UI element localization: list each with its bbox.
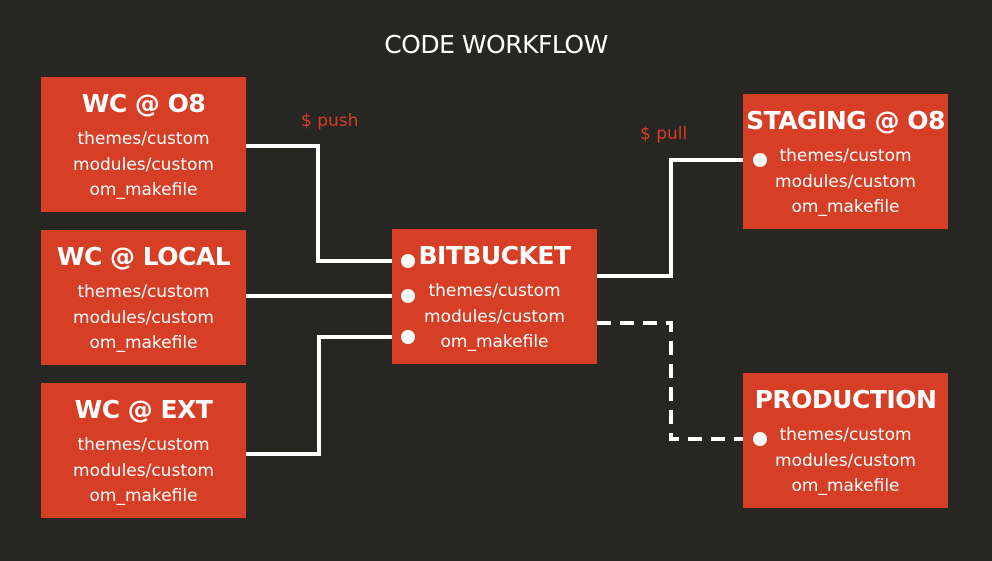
endpoint-dot: [401, 289, 415, 303]
node-item: om_makefile: [791, 197, 900, 217]
endpoint-dot: [753, 432, 767, 446]
node-item: themes/custom: [428, 281, 561, 301]
node-bitbucket: BITBUCKET themes/custom modules/custom o…: [392, 229, 597, 364]
pull-label: $ pull: [640, 124, 688, 144]
node-wc-local: WC @ LOCAL themes/custom modules/custom …: [41, 230, 246, 365]
node-title: STAGING @ O8: [746, 106, 945, 135]
node-title: WC @ O8: [81, 89, 206, 118]
endpoint-dot: [401, 254, 415, 268]
endpoint-dot: [401, 330, 415, 344]
node-staging: STAGING @ O8 themes/custom modules/custo…: [743, 94, 948, 229]
push-label: $ push: [301, 111, 359, 131]
node-item: modules/custom: [775, 450, 916, 471]
node-wc-ext: WC @ EXT themes/custom modules/custom om…: [41, 383, 246, 518]
diagram-title: CODE WORKFLOW: [384, 30, 608, 59]
node-title: BITBUCKET: [418, 241, 571, 270]
node-items: themes/custom modules/custom om_makefile: [743, 144, 948, 221]
node-items: themes/custom modules/custom om_makefile: [743, 423, 948, 500]
node-production: PRODUCTION themes/custom modules/custom …: [743, 373, 948, 508]
node-item: om_makefile: [791, 476, 900, 496]
connector-wc-ext-to-bitbucket: [246, 335, 408, 456]
node-item: modules/custom: [73, 154, 214, 175]
node-item: themes/custom: [77, 129, 210, 149]
node-item: themes/custom: [779, 146, 912, 166]
node-title: WC @ EXT: [74, 395, 213, 424]
node-items: themes/custom modules/custom om_makefile: [41, 127, 246, 204]
connector-bitbucket-to-production: [597, 321, 760, 441]
node-item: om_makefile: [440, 332, 549, 352]
node-item: om_makefile: [89, 333, 198, 353]
node-item: themes/custom: [77, 282, 210, 302]
endpoint-dot: [753, 153, 767, 167]
node-items: themes/custom modules/custom om_makefile: [41, 433, 246, 510]
node-item: themes/custom: [77, 435, 210, 455]
connector-wc-o8-to-bitbucket: [246, 144, 408, 263]
node-items: themes/custom modules/custom om_makefile: [41, 280, 246, 357]
node-title: PRODUCTION: [754, 385, 937, 414]
node-item: modules/custom: [424, 306, 565, 327]
node-item: modules/custom: [73, 460, 214, 481]
node-wc-o8: WC @ O8 themes/custom modules/custom om_…: [41, 77, 246, 212]
node-item: themes/custom: [779, 425, 912, 445]
node-item: om_makefile: [89, 180, 198, 200]
node-item: modules/custom: [73, 307, 214, 328]
node-item: modules/custom: [775, 171, 916, 192]
node-title: WC @ LOCAL: [56, 242, 231, 271]
node-items: themes/custom modules/custom om_makefile: [392, 279, 597, 356]
node-item: om_makefile: [89, 486, 198, 506]
connector-bitbucket-to-staging: [597, 158, 760, 278]
